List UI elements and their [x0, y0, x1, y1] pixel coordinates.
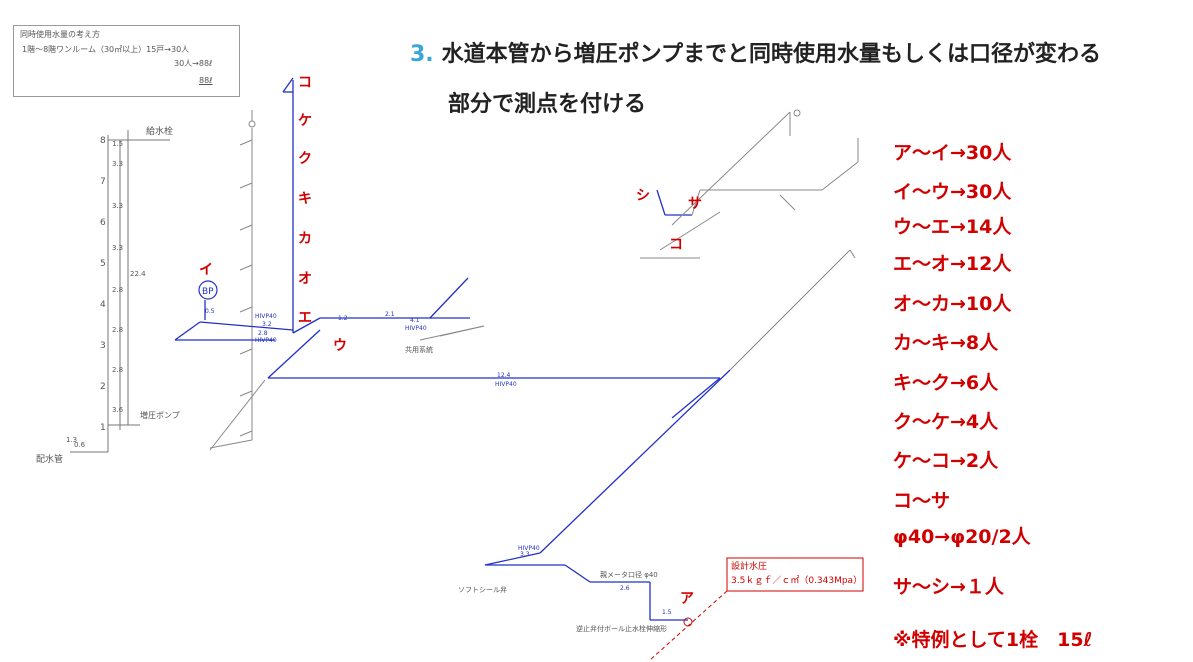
pipe-label: HIVP40	[255, 337, 277, 344]
segment-item: オ～カ→10人	[893, 293, 1012, 315]
dim-label: 2.8	[112, 326, 123, 334]
dim-label: 1.3	[66, 436, 77, 444]
bp-label: BP	[202, 287, 214, 297]
point-label-ke: ケ	[298, 113, 312, 129]
pipe-label: HIVP40	[405, 325, 427, 332]
title-text-1: 水道本管から増圧ポンプまでと同時使用水量もしくは口径が変わる	[441, 42, 1102, 67]
segment-item: サ～シ→１人	[893, 576, 1004, 598]
note-line3: 88ℓ	[199, 76, 213, 85]
dim-label: 3.3	[520, 551, 530, 558]
point-label-e: エ	[298, 310, 312, 326]
zouatsu-label: 増圧ポンプ	[140, 410, 180, 420]
note-line2: 30人→88ℓ	[174, 59, 213, 68]
note-line1: 1階～8階ワンルーム（30㎡以上）15戸→30人	[22, 45, 190, 54]
point-label-sa: サ	[688, 196, 702, 212]
dim-label: 3.2	[262, 321, 272, 328]
segment-item: ア～イ→30人	[893, 142, 1012, 164]
point-label-o: オ	[298, 271, 312, 287]
dim-label: 2.8	[112, 366, 123, 374]
dim-label: 1.2	[338, 315, 348, 322]
segment-item: イ～ウ→30人	[893, 181, 1012, 203]
segment-item: ケ～コ→2人	[893, 450, 999, 472]
dim-label: 2.8	[258, 330, 268, 337]
point-label-ko2: コ	[669, 237, 683, 253]
slide-number: 3.	[410, 42, 434, 67]
floor-label: 8	[100, 136, 106, 146]
elevation-scale	[70, 130, 170, 453]
dim-label: 12.4	[497, 372, 511, 379]
segment-item: カ～キ→8人	[893, 332, 999, 354]
segment-item: エ～オ→12人	[893, 253, 1012, 275]
kyusui-label: 給水栓	[146, 125, 173, 137]
checkvalve-label: 逆止弁付ボール止水栓伸縮形	[576, 624, 667, 633]
haisui-label: 配水管	[36, 453, 63, 465]
title-text-2: 部分で測点を付ける	[448, 92, 647, 117]
segment-item: コ～サ	[893, 490, 951, 512]
segment-item: ※特例として1栓 15ℓ	[893, 629, 1093, 651]
floor-label: 5	[100, 259, 106, 269]
design-pressure-title: 設計水圧	[731, 560, 767, 572]
segment-item: φ40→φ20/2人	[893, 526, 1031, 548]
dim-label: 1.5	[662, 609, 672, 616]
floor-label: 2	[100, 382, 106, 392]
point-label-ku: ク	[298, 151, 312, 167]
note-heading: 同時使用水量の考え方	[20, 30, 100, 39]
dim-label: 2.8	[112, 286, 123, 294]
point-label-shi: シ	[636, 188, 650, 204]
point-label-ka: カ	[298, 231, 312, 247]
segment-item: ク～ケ→4人	[893, 411, 999, 433]
note-box: 同時使用水量の考え方 1階～8階ワンルーム（30㎡以上）15戸→30人 30人→…	[13, 25, 240, 97]
dim-label: 0.5	[205, 308, 215, 315]
dim-label: 1.5	[112, 140, 123, 148]
point-label-a: ア	[680, 591, 694, 607]
point-label-ko: コ	[298, 75, 312, 91]
dim-label: 3.6	[112, 406, 124, 414]
segment-item: ウ～エ→14人	[893, 216, 1012, 238]
pipe-label: HIVP40	[255, 313, 277, 320]
kyoyo-label: 共用系統	[405, 345, 433, 354]
point-label-i: イ	[199, 262, 213, 278]
dim-label: 3.3	[112, 244, 123, 252]
meter-label: 親メータ口径 φ40	[600, 570, 658, 579]
pipe-label: HIVP40	[495, 381, 517, 388]
dim-label: 2.1	[385, 311, 395, 318]
slide-title-line1: 3. 水道本管から増圧ポンプまでと同時使用水量もしくは口径が変わる	[410, 36, 1101, 68]
dim-label: 2.6	[620, 585, 630, 592]
design-pressure-value: 3.5ｋｇｆ／ｃ㎡（0.343Mpa）	[731, 575, 862, 586]
floor-label: 3	[100, 341, 106, 351]
slide-title-line2: 部分で測点を付ける	[448, 86, 646, 118]
dim-label: 0.6	[74, 441, 86, 449]
floor-label: 6	[100, 218, 106, 228]
softseal-label: ソフトシール弁	[458, 585, 507, 594]
dim-label: 22.4	[130, 270, 146, 278]
dim-label: 4.1	[410, 317, 420, 324]
point-label-ki: キ	[298, 191, 312, 207]
booster-pump-icon: BP	[198, 280, 218, 300]
point-label-u: ウ	[333, 338, 347, 354]
floor-label: 1	[100, 423, 106, 433]
floor-label: 4	[100, 300, 106, 310]
dim-label: 3.3	[112, 202, 123, 210]
dim-label: 3.3	[112, 160, 123, 168]
floor-label: 7	[100, 177, 106, 187]
design-pressure-box: 設計水圧 3.5ｋｇｆ／ｃ㎡（0.343Mpa）	[649, 557, 864, 661]
segment-item: キ～ク→6人	[893, 372, 999, 394]
pipe-label: HIVP40	[518, 545, 540, 552]
